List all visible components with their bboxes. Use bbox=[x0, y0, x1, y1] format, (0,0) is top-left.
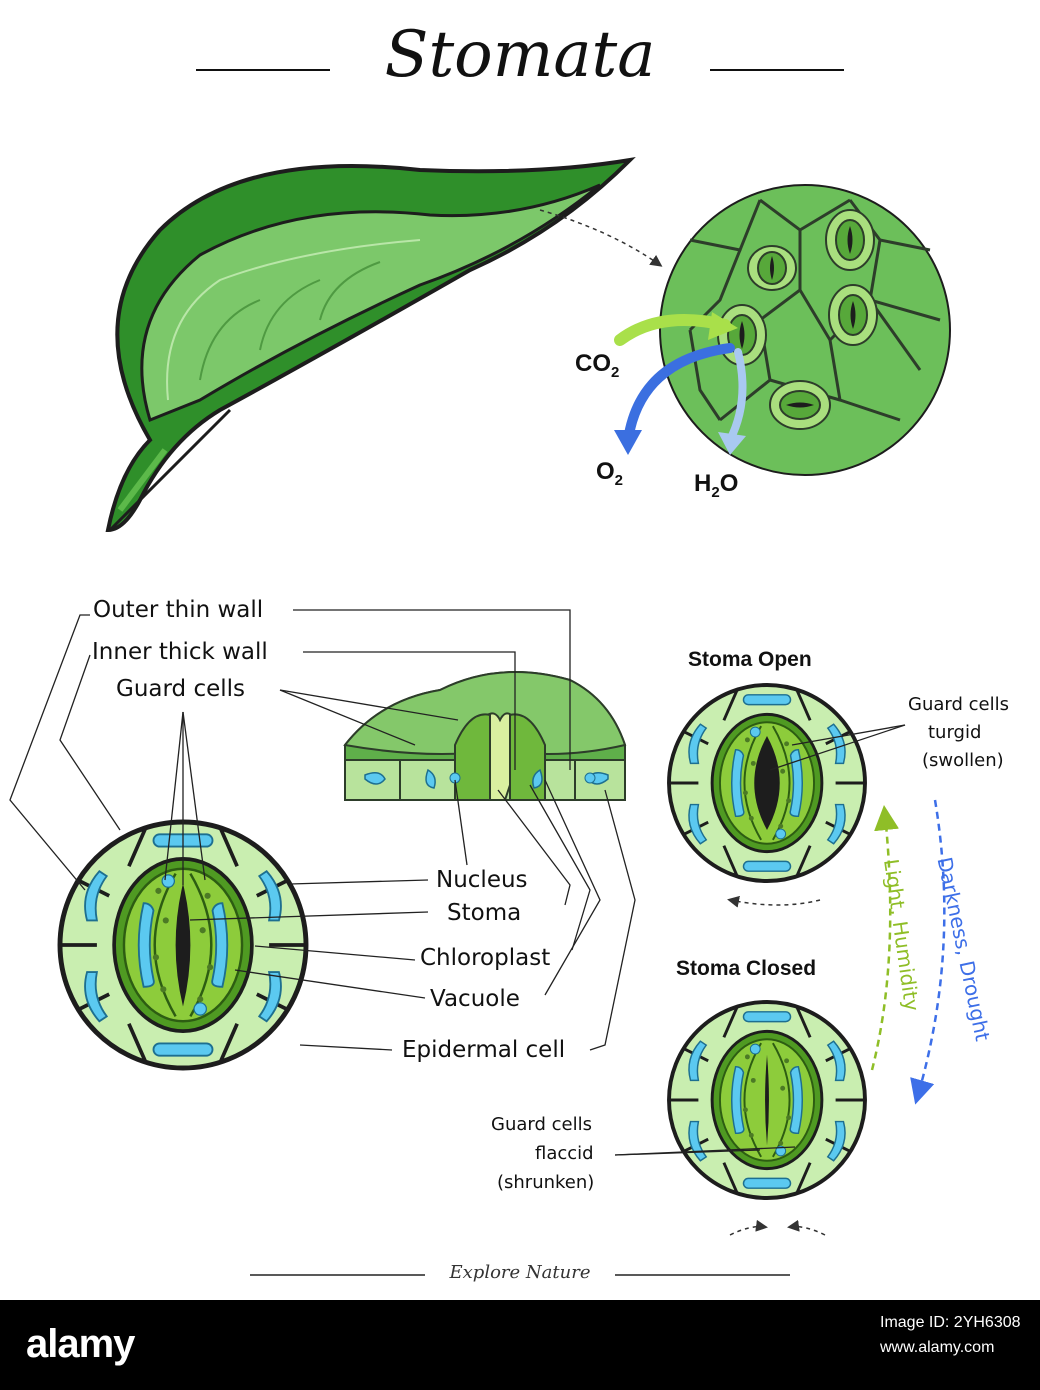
closed-arrow-right bbox=[787, 1219, 826, 1236]
label-outer-thin-wall: Outer thin wall bbox=[93, 597, 264, 623]
closed-label-line2: flaccid bbox=[535, 1143, 594, 1164]
stock-info: Image ID: 2YH6308 www.alamy.com bbox=[880, 1310, 1021, 1360]
leaf bbox=[105, 157, 636, 533]
stock-site: www.alamy.com bbox=[880, 1339, 995, 1356]
open-expand-arrow bbox=[727, 895, 821, 908]
closed-label-line3: (shrunken) bbox=[497, 1172, 595, 1193]
stoma-closed-diagram bbox=[667, 1000, 867, 1200]
label-epidermal-cell: Epidermal cell bbox=[402, 1037, 566, 1063]
label-vacuole: Vacuole bbox=[430, 986, 520, 1012]
stock-watermark-band: alamy Image ID: 2YH6308 www.alamy.com bbox=[0, 1300, 1040, 1390]
mini-stoma bbox=[747, 245, 797, 291]
h2o-arrow bbox=[726, 348, 747, 444]
open-label-line1: Guard cells bbox=[908, 694, 1009, 715]
footer-caption: Explore Nature bbox=[449, 1262, 591, 1283]
cross-section-3d bbox=[343, 671, 627, 802]
label-inner-thick-wall: Inner thick wall bbox=[92, 639, 268, 665]
closed-arrow-left bbox=[729, 1219, 768, 1236]
stomata-illustration bbox=[9, 69, 951, 1276]
open-label-line3: (swollen) bbox=[922, 750, 1004, 771]
label-chloroplast: Chloroplast bbox=[420, 945, 551, 971]
page-title: Stomata bbox=[384, 18, 656, 92]
open-label-line2: turgid bbox=[928, 722, 982, 743]
h2o-label: H2O bbox=[694, 470, 739, 501]
light-humidity-arrow bbox=[870, 805, 899, 1071]
darkness-drought-arrow bbox=[910, 799, 946, 1105]
closed-label-line1: Guard cells bbox=[491, 1114, 592, 1135]
stock-logo: alamy bbox=[26, 1322, 135, 1366]
stock-image-id: Image ID: 2YH6308 bbox=[880, 1314, 1021, 1331]
stoma-open-diagram bbox=[667, 683, 867, 883]
magnified-epidermis bbox=[659, 184, 951, 476]
label-guard-cells: Guard cells bbox=[116, 676, 246, 702]
co2-label: CO2 bbox=[575, 350, 620, 381]
leader-lines bbox=[9, 609, 906, 1156]
o2-arrow bbox=[623, 343, 735, 445]
label-stoma: Stoma bbox=[447, 900, 522, 926]
stoma-large bbox=[60, 822, 306, 1068]
stoma-open-title: Stoma Open bbox=[688, 648, 812, 671]
o2-label: O2 bbox=[596, 458, 624, 489]
label-nucleus: Nucleus bbox=[436, 867, 528, 893]
stoma-closed-title: Stoma Closed bbox=[676, 957, 817, 980]
